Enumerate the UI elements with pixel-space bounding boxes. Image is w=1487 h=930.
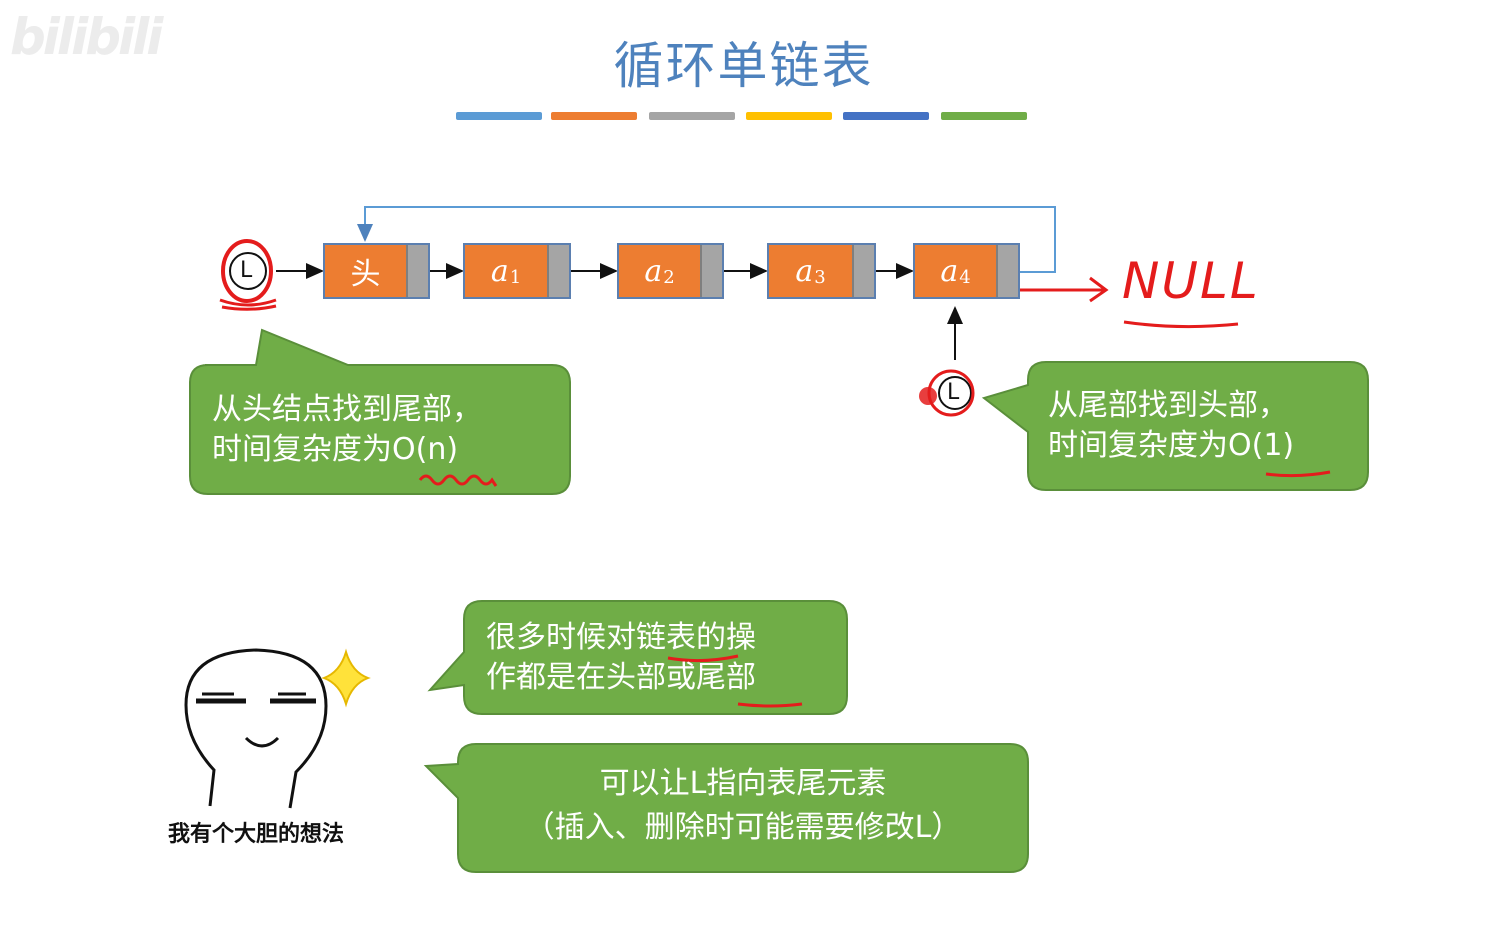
stripe-blue bbox=[456, 112, 542, 120]
bubble-right-line2: 时间复杂度为O(1) bbox=[1048, 428, 1295, 463]
underline-lianbiao bbox=[667, 654, 739, 663]
bubble-bottom-line2: （插入、删除时可能需要修改L） bbox=[524, 810, 962, 845]
complexity-on: O(n) bbox=[392, 432, 459, 467]
bubble-bottom-line1: 可以让L指向表尾元素 bbox=[599, 766, 887, 801]
bubble-left-line1: 从头结点找到尾部， bbox=[212, 392, 482, 427]
bubble-middle-line1: 很多时候对链表的操 bbox=[486, 620, 756, 655]
bubble-bottom-shape bbox=[423, 743, 1029, 873]
tail-pointer-circle bbox=[938, 376, 972, 410]
stripe-green bbox=[941, 112, 1027, 120]
bubble-right-text: 从尾部找到头部， 时间复杂度为O(1) bbox=[1048, 386, 1294, 466]
meme-caption: 我有个大胆的想法 bbox=[168, 822, 345, 847]
bubble-left-line2: 时间复杂度为O(n) bbox=[212, 432, 459, 467]
meme-face bbox=[184, 648, 328, 809]
head-pointer-circle bbox=[229, 252, 267, 290]
bubble-left-shape bbox=[189, 328, 571, 495]
null-underline bbox=[1123, 320, 1239, 329]
bubble-right-line1: 从尾部找到头部， bbox=[1048, 388, 1288, 423]
bubble-middle-shape bbox=[427, 600, 848, 715]
node-a3-pointer-field bbox=[852, 245, 874, 297]
complexity-o1: O(1) bbox=[1228, 428, 1295, 463]
bubble-right-shape bbox=[981, 361, 1369, 491]
head-node-label: 头 bbox=[350, 257, 381, 292]
circular-link-arrow bbox=[357, 206, 1056, 273]
cursor-dot bbox=[919, 387, 937, 405]
stripe-yellow bbox=[746, 112, 832, 120]
bubble-left-text: 从头结点找到尾部， 时间复杂度为O(n) bbox=[212, 390, 482, 470]
null-annotation: NULL bbox=[1122, 252, 1260, 310]
head-pointer-label: L bbox=[240, 258, 253, 283]
underline-on-n bbox=[418, 474, 498, 487]
bilibili-watermark: bilibili bbox=[10, 8, 163, 66]
stripe-darkblue bbox=[843, 112, 929, 120]
slide-title: 循环单链表 bbox=[613, 37, 874, 95]
head-pointer-red-mark bbox=[221, 239, 273, 303]
underline-o1 bbox=[1265, 470, 1331, 478]
node-a4-pointer-field bbox=[996, 245, 1018, 297]
stripe-gray bbox=[649, 112, 735, 120]
tail-pointer-label: L bbox=[947, 380, 960, 405]
sparkle-icon bbox=[321, 648, 371, 708]
node-a1-pointer-field bbox=[547, 245, 569, 297]
underline-weibu bbox=[737, 702, 803, 708]
head-node-pointer-field bbox=[406, 245, 428, 297]
head-node: 头 bbox=[323, 243, 430, 299]
stripe-orange bbox=[551, 112, 637, 120]
bubble-middle-line2: 作都是在头部或尾部 bbox=[486, 660, 756, 695]
bubble-bottom-text: 可以让L指向表尾元素 （插入、删除时可能需要修改L） bbox=[458, 764, 1028, 848]
bubble-middle-text: 很多时候对链表的操 作都是在头部或尾部 bbox=[486, 618, 756, 698]
node-a2-pointer-field bbox=[700, 245, 722, 297]
